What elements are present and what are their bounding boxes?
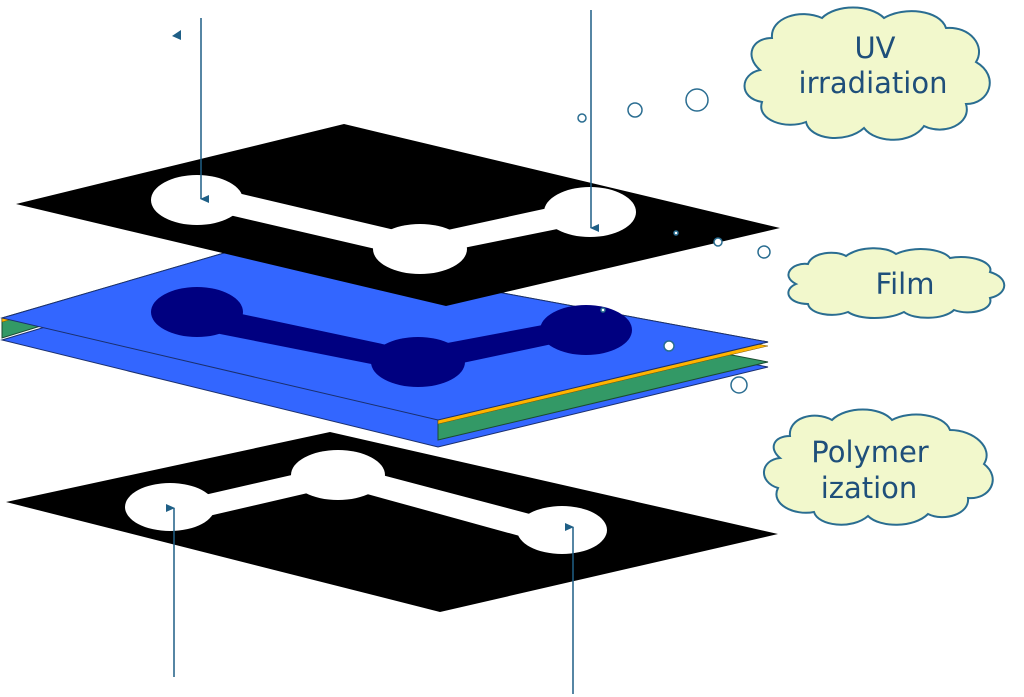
bubble-shape	[577, 113, 587, 123]
uv-label-line1: UV	[854, 31, 895, 65]
bubble-shape	[730, 376, 748, 394]
bubble-shape	[685, 88, 709, 112]
polymer-label-line2: ization	[821, 471, 918, 505]
cloud-polymerization: Polymer ization	[763, 408, 994, 526]
film-stack	[0, 245, 769, 448]
bubble-shape	[713, 237, 723, 247]
film-channel-pattern	[151, 287, 632, 387]
bottom-photomask	[6, 432, 778, 612]
bubble-shape	[673, 230, 679, 236]
bubble-shape	[663, 340, 675, 352]
cloud-shape	[787, 247, 1006, 319]
film-label: Film	[876, 267, 935, 301]
cloud-shape	[743, 6, 991, 141]
thought-bubbles	[577, 88, 771, 394]
uv-arrows	[200, 10, 599, 232]
cloud-uv-irradiation: UV irradiation	[743, 6, 991, 141]
top-photomask	[16, 124, 780, 306]
cloud-film: Film	[787, 247, 1006, 319]
polymer-label-line1: Polymer	[811, 435, 929, 469]
bubble-shape	[757, 245, 771, 259]
bubble-shape	[600, 307, 606, 313]
bubble-shape	[627, 102, 643, 118]
bottom-arrows	[166, 504, 574, 694]
bottom-mask-opening	[125, 450, 607, 554]
uv-label-line2: irradiation	[799, 66, 948, 100]
top-mask-opening	[151, 175, 636, 274]
small-arrowhead-icon	[172, 30, 181, 40]
cloud-shape	[763, 408, 994, 526]
